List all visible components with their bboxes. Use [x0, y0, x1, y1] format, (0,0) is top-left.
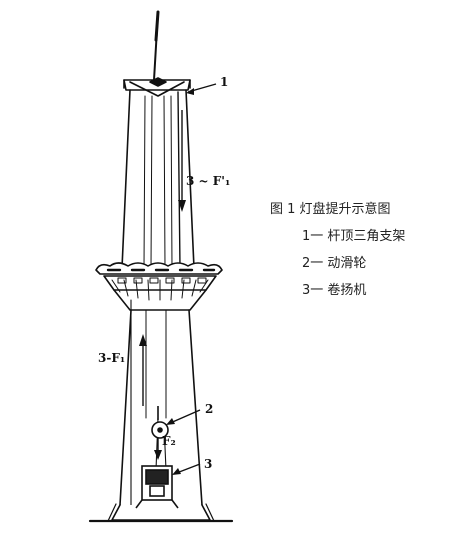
winch — [135, 465, 179, 509]
callout-label-1: 1 — [220, 75, 228, 89]
movable-pulley — [151, 406, 169, 439]
callout-leader-1 — [186, 83, 217, 95]
force-arrow-pulley — [154, 438, 162, 460]
callout-leader-2 — [166, 409, 201, 425]
pole-base — [88, 503, 234, 523]
lamp-disc — [95, 262, 223, 311]
force-label-upper: 3 ~ F'₁ — [186, 174, 230, 188]
caption-item-pulley: 2一 动滑轮 — [302, 256, 367, 271]
upper-shaft — [121, 89, 195, 269]
tripod-frame — [123, 77, 191, 97]
lower-pole — [119, 309, 203, 506]
force-label-lower: 3-F₁ — [98, 351, 125, 365]
lightning-rod — [153, 10, 160, 81]
figure-caption: 图 1 灯盘提升示意图 1一 杆顶三角支架 2一 动滑轮 3一 卷扬机 — [270, 196, 405, 304]
force-arrow-lower — [139, 334, 147, 406]
caption-item-winch: 3一 卷扬机 — [302, 283, 367, 298]
caption-item-tripod: 1一 杆顶三角支架 — [302, 229, 406, 244]
caption-title: 图 1 灯盘提升示意图 — [270, 202, 391, 217]
callout-label-2: 2 — [205, 402, 213, 416]
callout-leader-3 — [172, 463, 201, 475]
force-arrow-upper — [178, 110, 186, 212]
callout-label-3: 3 — [204, 457, 212, 471]
force-label-pulley: F₂ — [162, 434, 176, 448]
